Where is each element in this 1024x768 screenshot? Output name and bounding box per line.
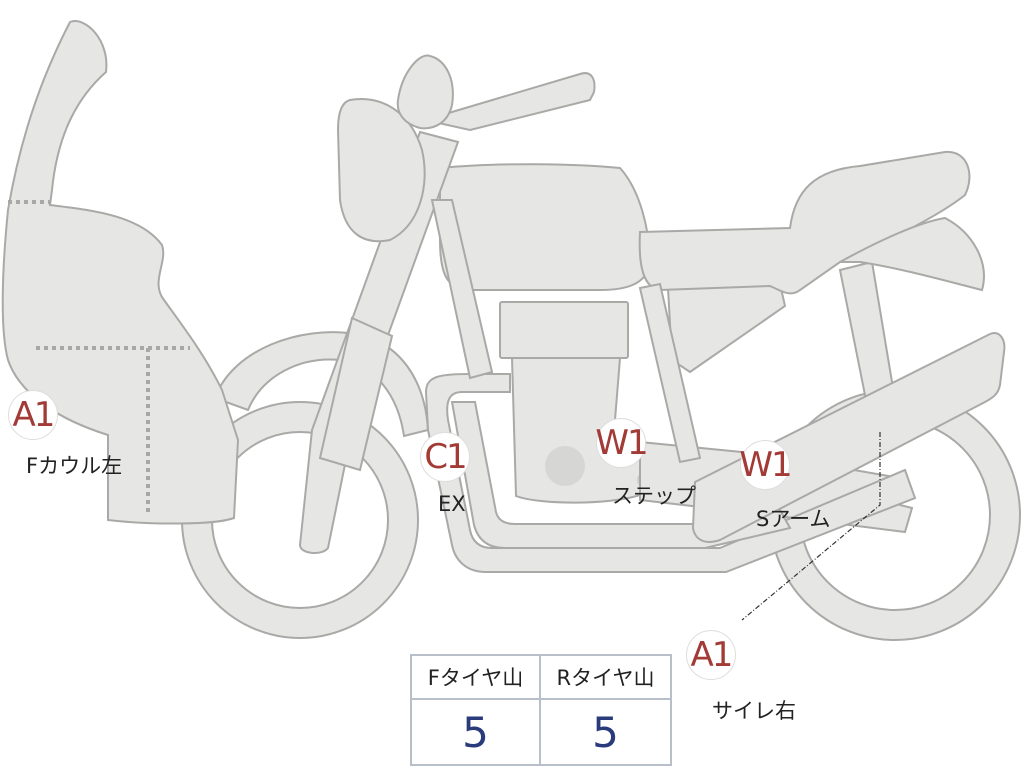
fuel-tank xyxy=(439,163,652,291)
frame-downtube xyxy=(430,199,494,380)
marker-label-f-cowl-left: Fカウル左 xyxy=(26,454,123,478)
engine-head xyxy=(499,301,629,359)
front-tire-tread-header: Fタイヤ山 xyxy=(412,656,541,700)
engine-cover xyxy=(545,446,585,486)
front-cowl xyxy=(1,20,240,525)
exhaust-pipe xyxy=(450,401,792,549)
exhaust-pipe xyxy=(424,373,917,573)
marker-label-step: ステップ xyxy=(612,484,696,508)
marker-badge-step[interactable]: W1 xyxy=(595,418,649,468)
marker-label-swing-arm: Sアーム xyxy=(756,507,831,531)
frame-rear-tube xyxy=(638,282,702,464)
silencer-leader-line xyxy=(741,432,881,621)
marker-label-silencer-right: サイレ右 xyxy=(712,699,796,723)
handlebar xyxy=(421,72,596,132)
rear-tire-tread-header: Rタイヤ山 xyxy=(541,656,670,700)
mirror xyxy=(396,54,454,130)
fork-cover xyxy=(318,316,394,472)
silencer xyxy=(691,332,1006,543)
marker-badge-silencer-right[interactable]: A1 xyxy=(686,630,736,680)
marker-label-exhaust: EX xyxy=(438,492,466,516)
rear-tire-tread-value: 5 xyxy=(592,707,619,757)
marker-badge-exhaust[interactable]: C1 xyxy=(420,432,470,482)
side-cover xyxy=(666,282,787,374)
marker-badge-swing-arm[interactable]: W1 xyxy=(739,440,793,490)
marker-badge-f-cowl-left[interactable]: A1 xyxy=(8,390,58,440)
front-tire-tread-value: 5 xyxy=(412,700,541,764)
tire-tread-table: Fタイヤ山 Rタイヤ山 5 5 xyxy=(410,654,672,766)
tail-cowl xyxy=(839,216,985,292)
